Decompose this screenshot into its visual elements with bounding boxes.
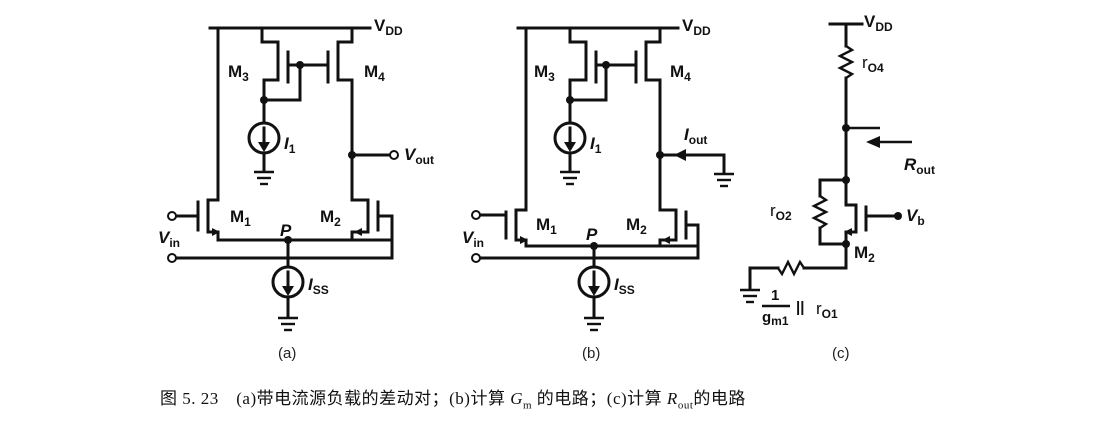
- m3-label-b: M3: [534, 62, 555, 84]
- vin-minus-terminal-b: [471, 253, 481, 263]
- m1-arrow-b: [520, 236, 528, 244]
- iss-label-b: ISS: [614, 275, 635, 297]
- vdd-label-a: VDD: [374, 16, 403, 38]
- m2-gate-wire-b: [478, 223, 700, 260]
- m4-drain-a: [336, 78, 354, 202]
- m4-label-b: M4: [670, 62, 691, 84]
- m2-source-a: [350, 230, 370, 242]
- wire-ro2-top: [818, 178, 848, 198]
- down-arrow-icon: [258, 142, 270, 152]
- m3-drain-b: [568, 78, 588, 102]
- rout-label: Rout: [904, 155, 935, 177]
- wire-b-m4-source: [644, 26, 662, 57]
- diode-wire-b: [568, 63, 608, 102]
- vb-terminal: [894, 212, 902, 220]
- panel-b-circuit: [471, 26, 734, 332]
- i1-label-b: I1: [590, 134, 602, 156]
- node-ro2-bottom: [842, 240, 850, 248]
- vin-plus-terminal-b: [471, 210, 481, 220]
- ro1-label: rO1: [816, 299, 838, 321]
- figure-caption: 图 5. 23 (a)带电流源负载的差动对；(b)计算 Gm 的电路；(c)计算…: [160, 384, 1060, 411]
- vin-label-a: Vin: [158, 228, 180, 250]
- vin-plus-terminal: [167, 211, 177, 221]
- fraction-denominator: gm1: [762, 309, 789, 328]
- caption-gm: Gm: [510, 389, 533, 412]
- wire-b-m3-source: [568, 26, 588, 57]
- p-label-a: P: [280, 221, 292, 240]
- m4-drain-b: [644, 78, 662, 212]
- m2-arrow-b: [662, 236, 670, 244]
- vdd-label-b: VDD: [682, 16, 711, 38]
- caption-prefix: 图 5. 23 (a)带电流源负载的差动对；(b)计算: [160, 389, 511, 408]
- node-gate-b: [602, 61, 610, 69]
- caption-suffix: 的电路: [693, 389, 746, 408]
- vout-label: Vout: [404, 145, 434, 167]
- caption-middle: 的电路；(c)计算: [532, 389, 667, 408]
- vin-minus-terminal: [167, 253, 177, 263]
- m2-label-c: M2: [854, 243, 875, 265]
- panel-c-caption: (c): [832, 345, 850, 362]
- wire-a-m4-source: [336, 26, 354, 57]
- fraction-numerator: 1: [771, 287, 779, 304]
- vdd-label-c: VDD: [864, 12, 893, 34]
- wire-ro2-bottom: [818, 226, 848, 246]
- panel-b-labels: VDD M3 M4 I1 Iout M1 M2 P Vin ISS (b): [462, 16, 711, 362]
- parallel-symbol: ||: [796, 299, 804, 316]
- panel-a-labels: VDD M3 M4 I1 Vout M1 M2 P Vin ISS (a): [158, 16, 434, 362]
- ro2-label: rO2: [770, 201, 792, 223]
- m4-label-a: M4: [364, 62, 385, 84]
- panel-a-circuit: [167, 26, 399, 332]
- m2-arrow-a: [354, 228, 362, 236]
- panel-b-caption: (b): [582, 345, 600, 362]
- m2-label-a: M2: [320, 207, 341, 229]
- resistor-ro2: [811, 195, 829, 229]
- vout-terminal: [389, 150, 399, 160]
- panel-c-circuit: [740, 22, 912, 308]
- m2-source-b: [658, 238, 678, 248]
- resistor-ro4: [837, 45, 855, 79]
- ro4-label: rO4: [862, 53, 884, 75]
- down-arrow-icon: [564, 142, 576, 152]
- m2-gate-wire-a: [174, 214, 394, 260]
- wire-a-m3-source: [260, 26, 280, 57]
- left-arrow-icon: [866, 136, 880, 148]
- panel-c-labels: VDD rO4 Rout rO2 Vb M2 1 gm1 || rO1 (c): [762, 12, 935, 362]
- i1-label-a: I1: [284, 134, 296, 156]
- diode-wire-a: [262, 63, 302, 102]
- iout-label: Iout: [684, 125, 707, 147]
- panel-a-caption: (a): [278, 345, 296, 362]
- m3-drain-a: [262, 78, 280, 102]
- p-label-b: P: [586, 225, 598, 244]
- iss-label-a: ISS: [308, 275, 329, 297]
- down-arrow-icon: [282, 286, 294, 296]
- m3-label-a: M3: [228, 62, 249, 84]
- m1-arrow-a: [212, 228, 220, 236]
- vin-label-b: Vin: [462, 228, 484, 250]
- m1-label-a: M1: [230, 207, 251, 229]
- caption-rout: Rout: [666, 389, 694, 412]
- vb-label: Vb: [906, 206, 925, 228]
- down-arrow-icon: [588, 286, 600, 296]
- left-arrow-icon: [674, 149, 686, 161]
- node-gate-a: [296, 61, 304, 69]
- resistor-rs: [777, 259, 805, 277]
- wire-rs-left: [748, 266, 780, 290]
- m1-label-b: M1: [536, 215, 557, 237]
- m2-arrow-c: [844, 228, 852, 236]
- m2-label-b: M2: [626, 215, 647, 237]
